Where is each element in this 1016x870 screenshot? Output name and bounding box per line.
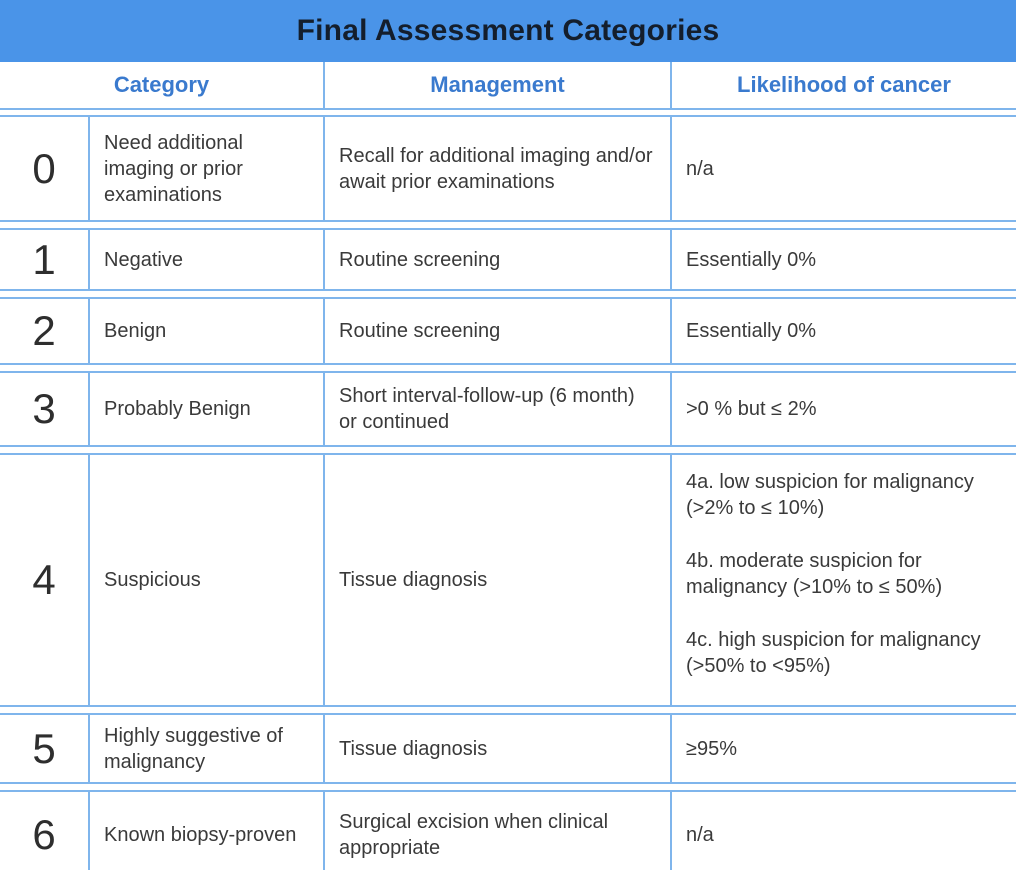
category-cell: Known biopsy-proven bbox=[88, 792, 323, 870]
table-row-category-5: 5 Highly suggestive of malignancy Tissue… bbox=[0, 713, 1016, 784]
management-cell: Routine screening bbox=[323, 230, 670, 289]
table-row-category-3: 3 Probably Benign Short interval-follow-… bbox=[0, 371, 1016, 447]
column-header-management: Management bbox=[323, 62, 670, 108]
management-cell: Tissue diagnosis bbox=[323, 455, 670, 705]
table-row-category-1: 1 Negative Routine screening Essentially… bbox=[0, 228, 1016, 291]
table-row-category-2: 2 Benign Routine screening Essentially 0… bbox=[0, 297, 1016, 365]
management-cell: Recall for additional imaging and/or awa… bbox=[323, 117, 670, 220]
category-cell: Benign bbox=[88, 299, 323, 363]
category-number: 2 bbox=[32, 307, 56, 354]
likelihood-cell: n/a bbox=[670, 117, 1016, 220]
category-cell: Need additional imaging or prior examina… bbox=[88, 117, 323, 220]
likelihood-subcategory-4c: 4c. high suspicion for malignancy (>50% … bbox=[686, 629, 981, 677]
likelihood-cell: ≥95% bbox=[670, 715, 1016, 782]
category-cell: Probably Benign bbox=[88, 373, 323, 445]
column-header-likelihood: Likelihood of cancer bbox=[670, 62, 1016, 108]
likelihood-cell: 4a. low suspicion for malignancy (>2% to… bbox=[670, 455, 1016, 705]
table-row-category-6: 6 Known biopsy-proven Surgical excision … bbox=[0, 790, 1016, 870]
category-number: 4 bbox=[32, 556, 56, 603]
category-number: 0 bbox=[32, 144, 56, 192]
category-cell: Negative bbox=[88, 230, 323, 289]
management-cell: Tissue diagnosis bbox=[323, 715, 670, 782]
category-number: 1 bbox=[32, 235, 56, 283]
management-cell: Surgical excision when clinical appropri… bbox=[323, 792, 670, 870]
likelihood-subcategory-4b: 4b. moderate suspicion for malignancy (>… bbox=[686, 550, 943, 598]
table-row-category-4: 4 Suspicious Tissue diagnosis 4a. low su… bbox=[0, 453, 1016, 707]
likelihood-cell: >0 % but ≤ 2% bbox=[670, 373, 1016, 445]
category-number: 3 bbox=[32, 385, 56, 432]
column-header-category: Category bbox=[113, 72, 210, 97]
category-number: 5 bbox=[32, 724, 56, 772]
title-band: Final Assessment Categories bbox=[0, 0, 1016, 62]
likelihood-cell: Essentially 0% bbox=[670, 230, 1016, 289]
category-cell: Suspicious bbox=[88, 455, 323, 705]
table-header-row: Category Management Likelihood of cancer bbox=[0, 62, 1016, 110]
likelihood-cell: n/a bbox=[670, 792, 1016, 870]
category-cell: Highly suggestive of malignancy bbox=[88, 715, 323, 782]
likelihood-cell: Essentially 0% bbox=[670, 299, 1016, 363]
management-cell: Routine screening bbox=[323, 299, 670, 363]
category-number: 6 bbox=[32, 811, 56, 858]
page-title: Final Assessment Categories bbox=[296, 14, 720, 47]
management-cell: Short interval-follow-up (6 month) or co… bbox=[323, 373, 670, 445]
table-row-category-0: 0 Need additional imaging or prior exami… bbox=[0, 115, 1016, 222]
likelihood-subcategory-4a: 4a. low suspicion for malignancy (>2% to… bbox=[686, 471, 974, 519]
